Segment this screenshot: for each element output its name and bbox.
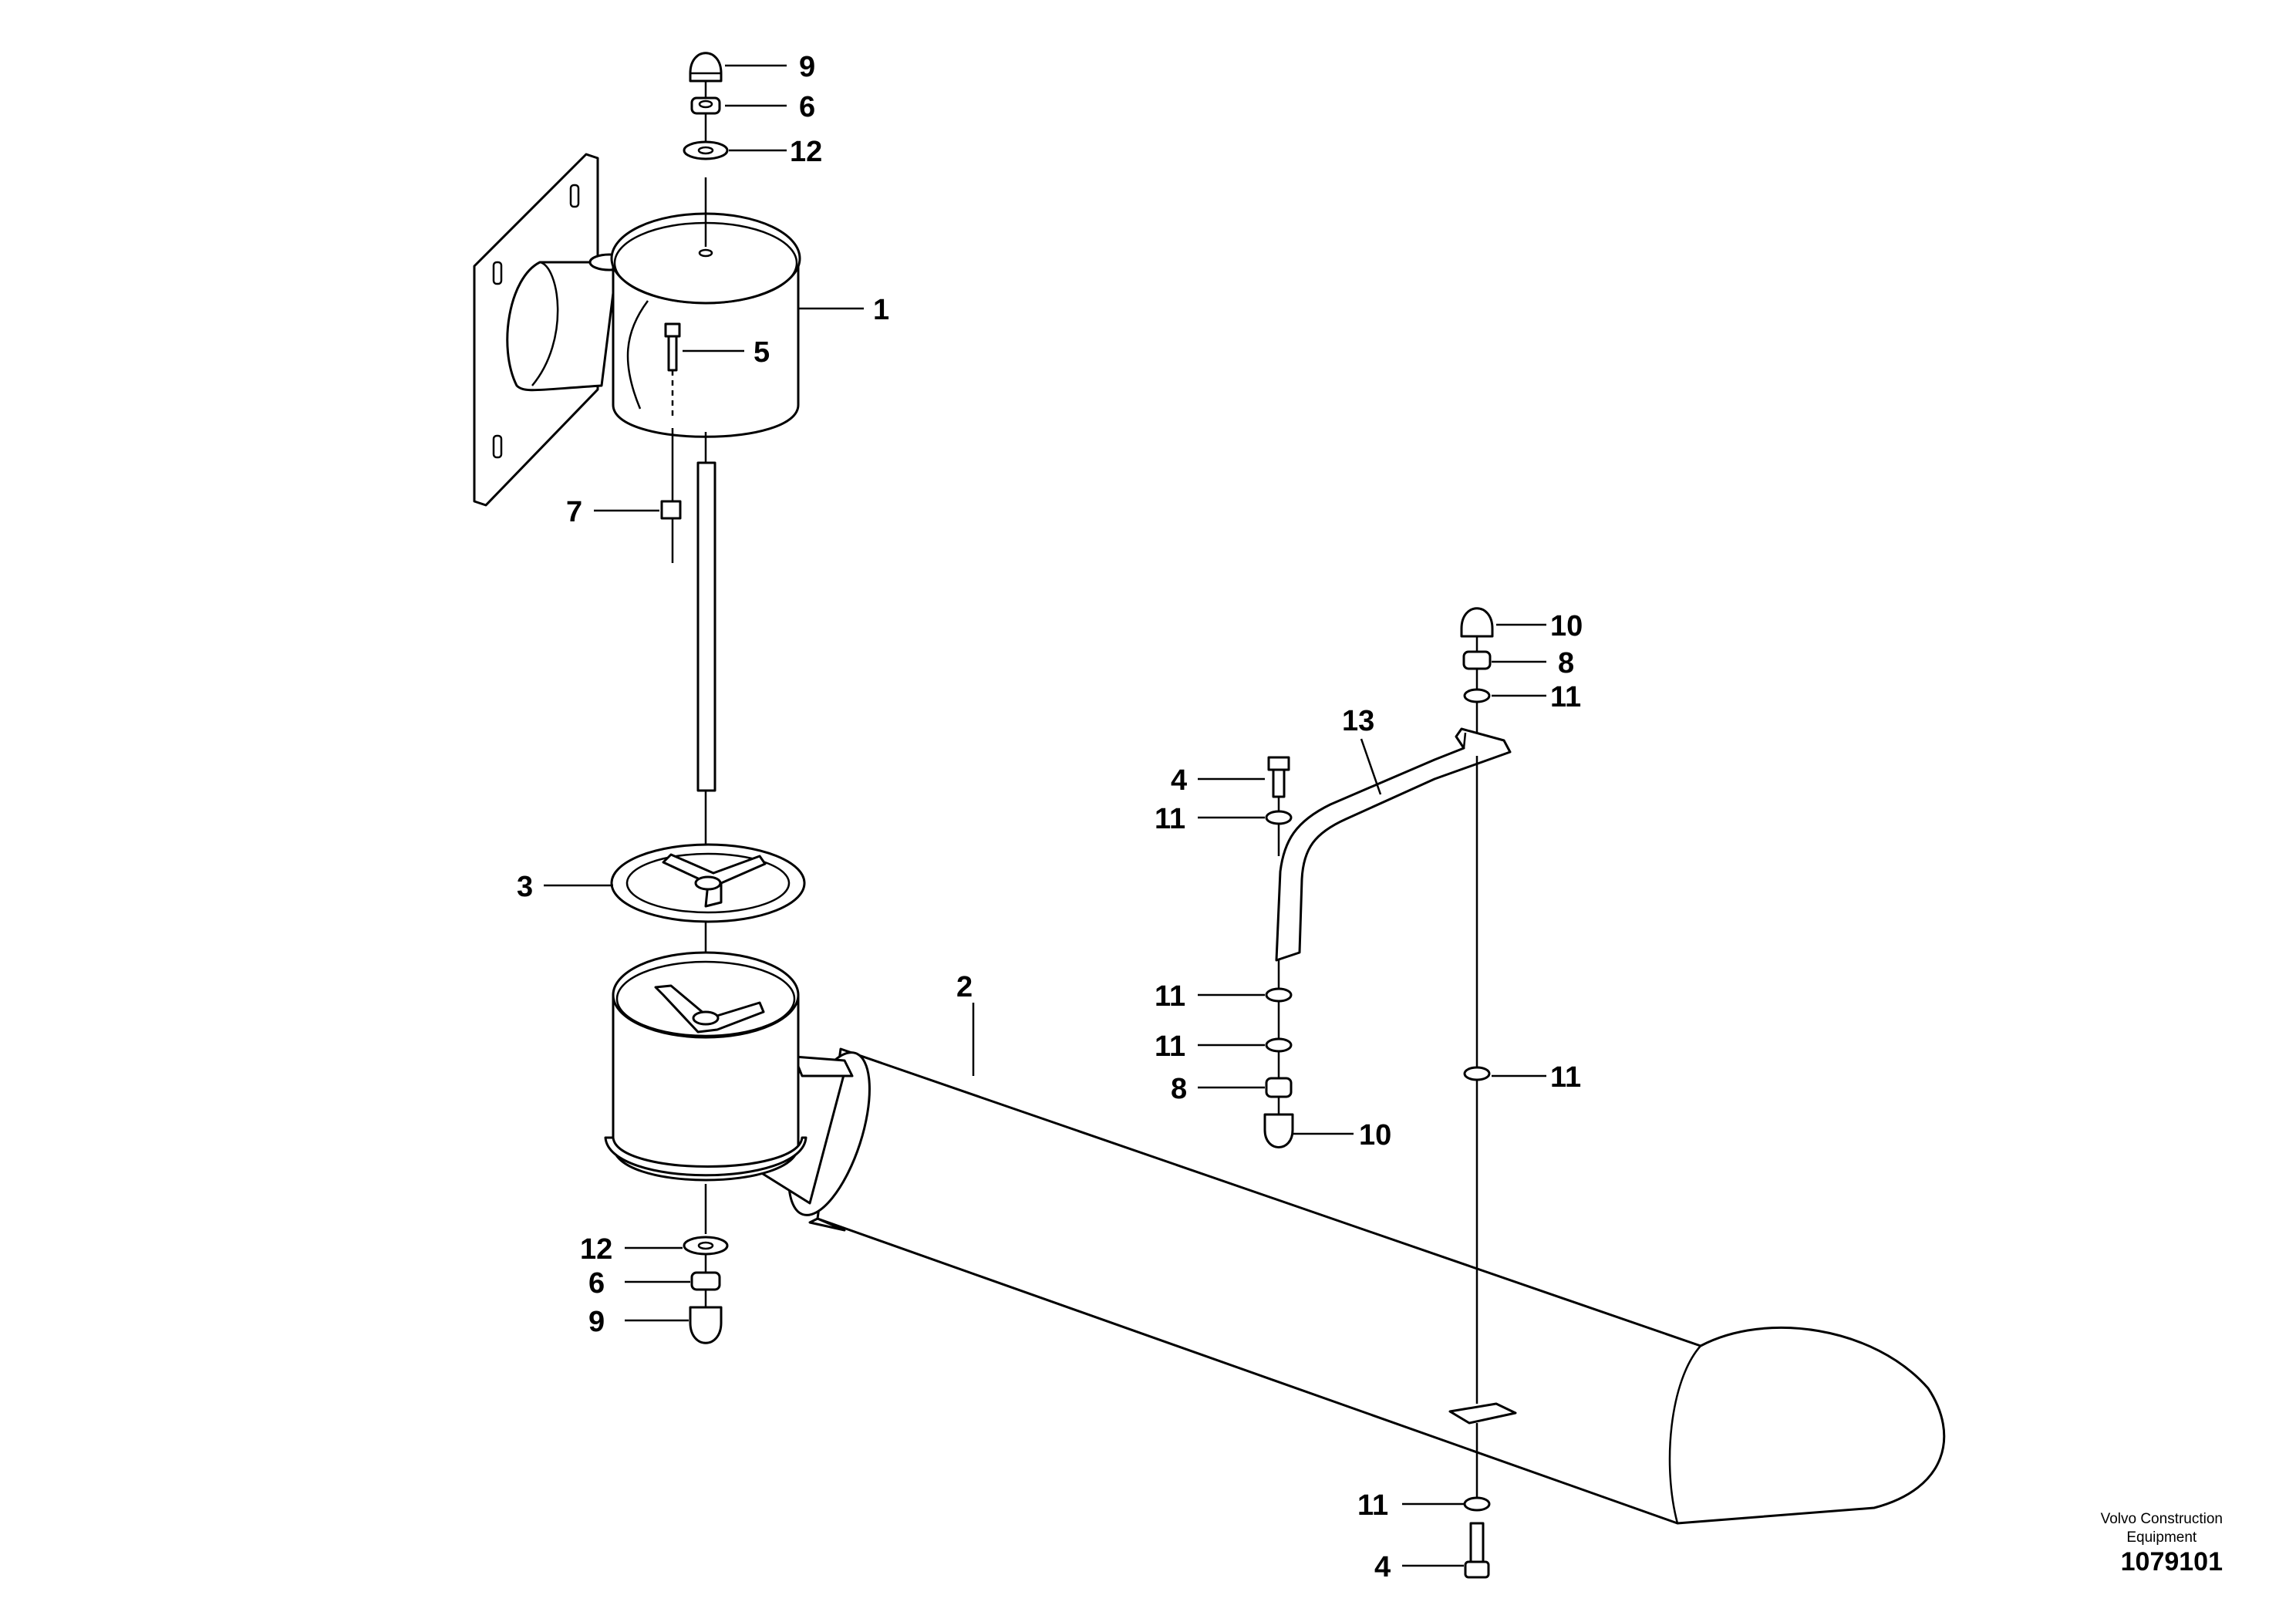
washer-11-f bbox=[1463, 1496, 1491, 1512]
drawing-number: 1079101 bbox=[2120, 1547, 2223, 1576]
silencer-upper-part-1 bbox=[473, 153, 801, 507]
nut-8-lower bbox=[1265, 1077, 1293, 1098]
bolt-5 bbox=[664, 322, 681, 372]
company-line-1: Volvo Construction bbox=[2100, 1511, 2223, 1527]
nut-6-top bbox=[690, 96, 721, 115]
callout-9-bottom: 9 bbox=[588, 1306, 605, 1338]
callout-13: 13 bbox=[1342, 705, 1374, 737]
cap-nut-9-top bbox=[689, 52, 723, 83]
company-line-2: Equipment bbox=[2126, 1529, 2197, 1546]
washer-11-a bbox=[1265, 810, 1293, 825]
cap-nut-9-bottom bbox=[689, 1306, 723, 1344]
callout-11-d: 11 bbox=[1550, 681, 1581, 713]
tie-rod bbox=[696, 461, 716, 792]
callout-11-c: 11 bbox=[1155, 1030, 1185, 1063]
company-credit: Volvo Construction Equipment bbox=[2101, 1510, 2223, 1547]
callout-9-top: 9 bbox=[799, 51, 815, 83]
washer-12-bottom bbox=[683, 1236, 729, 1256]
silencer-lower-part-2 bbox=[604, 951, 1946, 1525]
callout-4-bracket: 4 bbox=[1171, 764, 1187, 797]
spacer-7 bbox=[660, 500, 682, 520]
callout-10-upper: 10 bbox=[1550, 610, 1583, 642]
callout-4-bottom: 4 bbox=[1374, 1551, 1391, 1583]
callout-1: 1 bbox=[873, 294, 889, 326]
clamp-plate bbox=[1448, 1402, 1517, 1425]
callout-3: 3 bbox=[517, 871, 533, 903]
silencer-body bbox=[612, 261, 800, 438]
washer-11-e bbox=[1463, 1066, 1491, 1081]
callout-5: 5 bbox=[754, 336, 770, 369]
support-bracket-13 bbox=[1275, 727, 1512, 962]
cap-nut-10-upper bbox=[1460, 607, 1494, 638]
washer-12-top bbox=[683, 140, 729, 160]
cap-nut-10-lower bbox=[1263, 1113, 1294, 1148]
tail-pipe bbox=[816, 1047, 1946, 1525]
bolt-4-bracket bbox=[1267, 756, 1290, 798]
callout-8-lower: 8 bbox=[1171, 1073, 1187, 1105]
callout-8-upper: 8 bbox=[1558, 647, 1574, 679]
callout-2: 2 bbox=[956, 971, 973, 1003]
nut-6-bottom bbox=[690, 1271, 721, 1291]
callout-6-bottom: 6 bbox=[588, 1267, 605, 1300]
outlet-elbow bbox=[506, 261, 619, 392]
callout-6-top: 6 bbox=[799, 91, 815, 123]
callout-12-bottom: 12 bbox=[580, 1233, 612, 1266]
washer-11-c bbox=[1265, 1037, 1293, 1053]
callout-11-a: 11 bbox=[1155, 803, 1185, 835]
callout-12-top: 12 bbox=[790, 136, 822, 168]
spider-plate-3 bbox=[610, 843, 806, 923]
callout-7: 7 bbox=[566, 496, 582, 528]
callout-10-lower: 10 bbox=[1359, 1119, 1391, 1152]
washer-11-d bbox=[1463, 688, 1491, 703]
nut-8-upper bbox=[1462, 650, 1492, 670]
callout-11-e: 11 bbox=[1550, 1061, 1581, 1094]
callout-11-f: 11 bbox=[1357, 1489, 1388, 1522]
washer-11-b bbox=[1265, 987, 1293, 1003]
callout-11-b: 11 bbox=[1155, 980, 1185, 1013]
leader-lines bbox=[544, 64, 1546, 1567]
bolt-4-bottom bbox=[1464, 1522, 1490, 1579]
